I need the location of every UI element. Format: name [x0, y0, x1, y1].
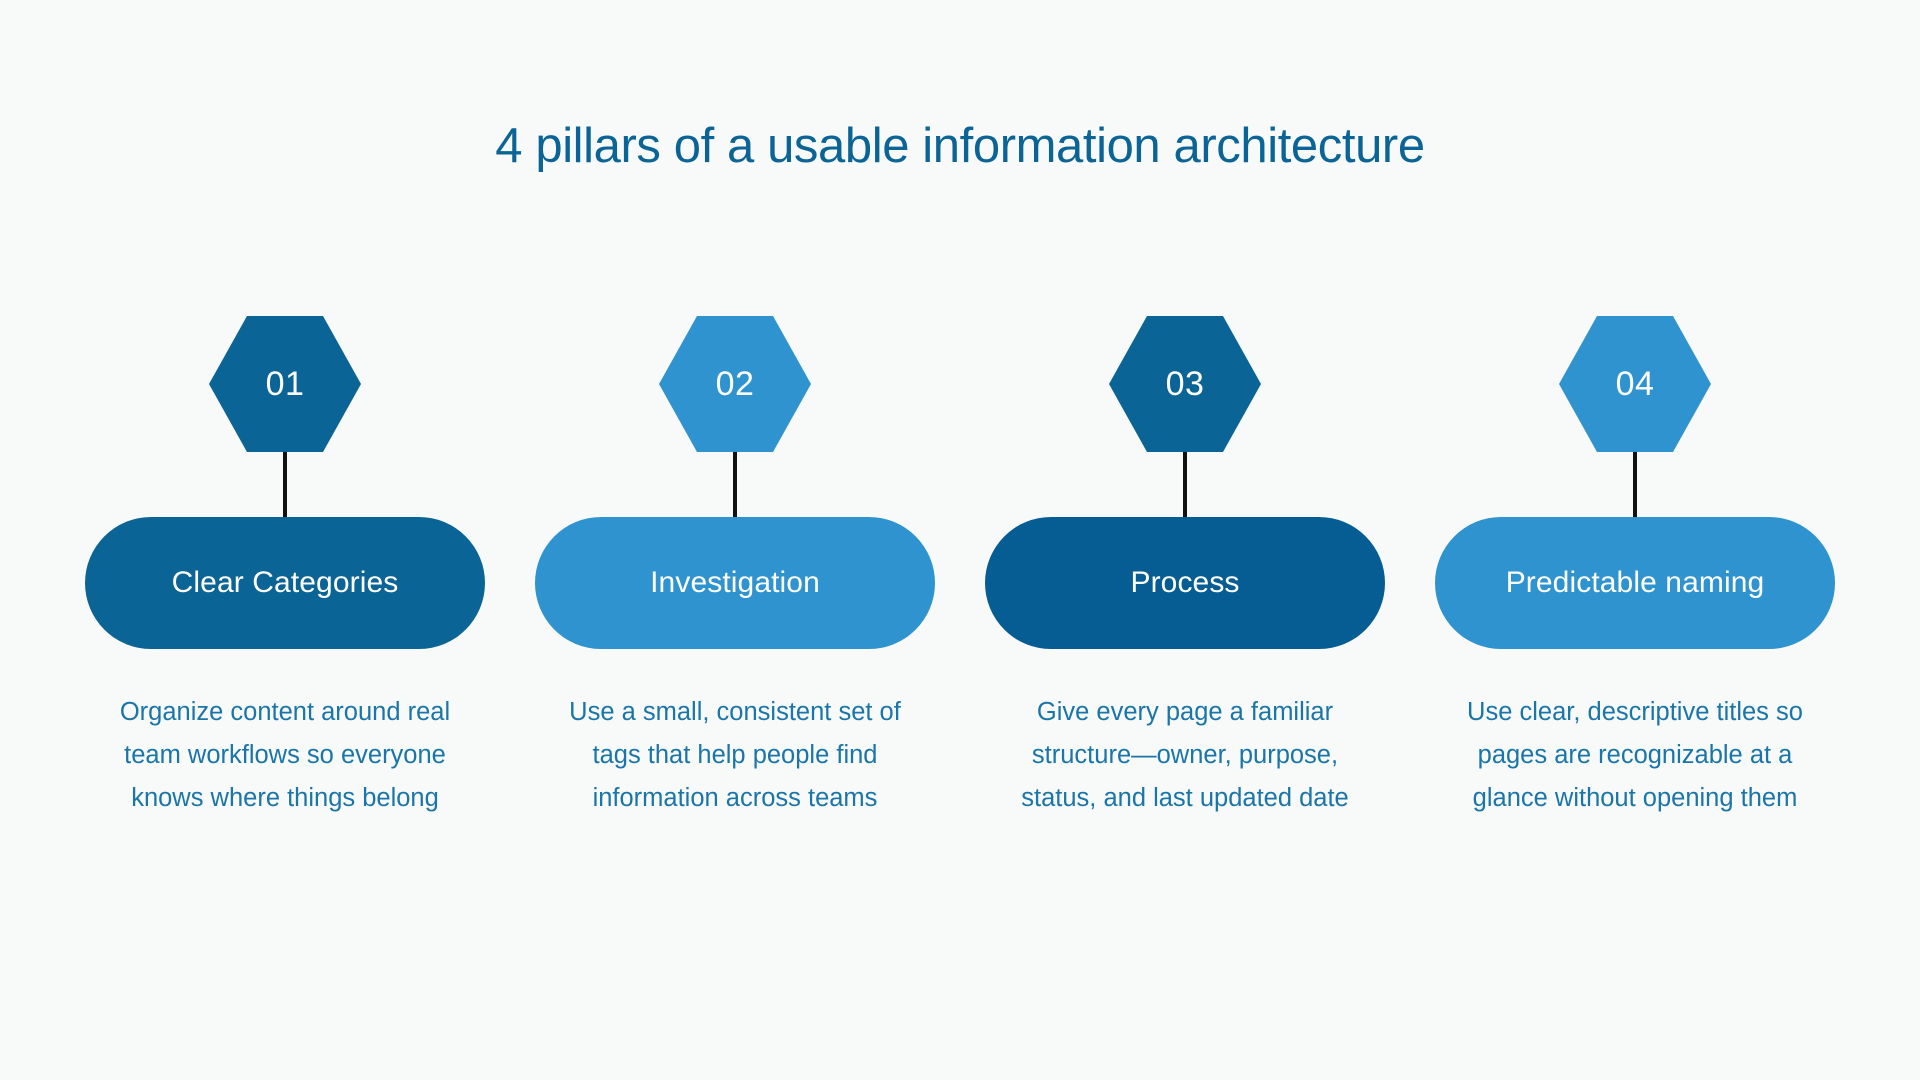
pillar-description-3: Give every page a familiar structure—own…: [1021, 698, 1349, 812]
pillar-number-3: 03: [1165, 365, 1205, 403]
hexagon-icon: [1559, 316, 1711, 452]
pillar-pill-4[interactable]: Predictable naming: [1435, 517, 1835, 649]
pillar-label-2: Investigation: [650, 566, 820, 599]
pillar-description-2: Use a small, consistent set of tags that…: [569, 698, 901, 812]
hexagon-badge-4[interactable]: 04: [1559, 316, 1711, 452]
pillar-number-2: 02: [715, 365, 755, 403]
connector-line-2: [733, 452, 737, 517]
pillar-column-1: 01 Clear Categories Organize content aro…: [60, 316, 510, 820]
pillar-label-4: Predictable naming: [1505, 566, 1765, 599]
pillars-row: 01 Clear Categories Organize content aro…: [60, 316, 1860, 820]
hexagon-badge-1[interactable]: 01: [209, 316, 361, 452]
connector-line-4: [1633, 452, 1637, 517]
pillar-label-1: Clear Categories: [171, 566, 399, 599]
pillar-label-3: Process: [1130, 566, 1240, 599]
hexagon-icon: [1109, 316, 1261, 452]
connector-line-1: [283, 452, 287, 517]
page-title: 4 pillars of a usable information archit…: [495, 119, 1425, 173]
pillar-pill-1[interactable]: Clear Categories: [85, 517, 485, 649]
pillar-column-4: 04 Predictable naming Use clear, descrip…: [1410, 316, 1860, 820]
pillar-number-1: 01: [265, 365, 305, 403]
pillar-description-4: Use clear, descriptive titles so pages a…: [1467, 698, 1803, 812]
hexagon-badge-3[interactable]: 03: [1109, 316, 1261, 452]
connector-line-3: [1183, 452, 1187, 517]
pillar-pill-3[interactable]: Process: [985, 517, 1385, 649]
pillar-column-2: 02 Investigation Use a small, consistent…: [510, 316, 960, 820]
pillar-description-1: Organize content around real team workfl…: [119, 698, 451, 812]
pillar-number-4: 04: [1615, 365, 1655, 403]
pillar-column-3: 03 Process Give every page a familiar st…: [960, 316, 1410, 820]
hexagon-badge-2[interactable]: 02: [659, 316, 811, 452]
pillar-pill-2[interactable]: Investigation: [535, 517, 935, 649]
